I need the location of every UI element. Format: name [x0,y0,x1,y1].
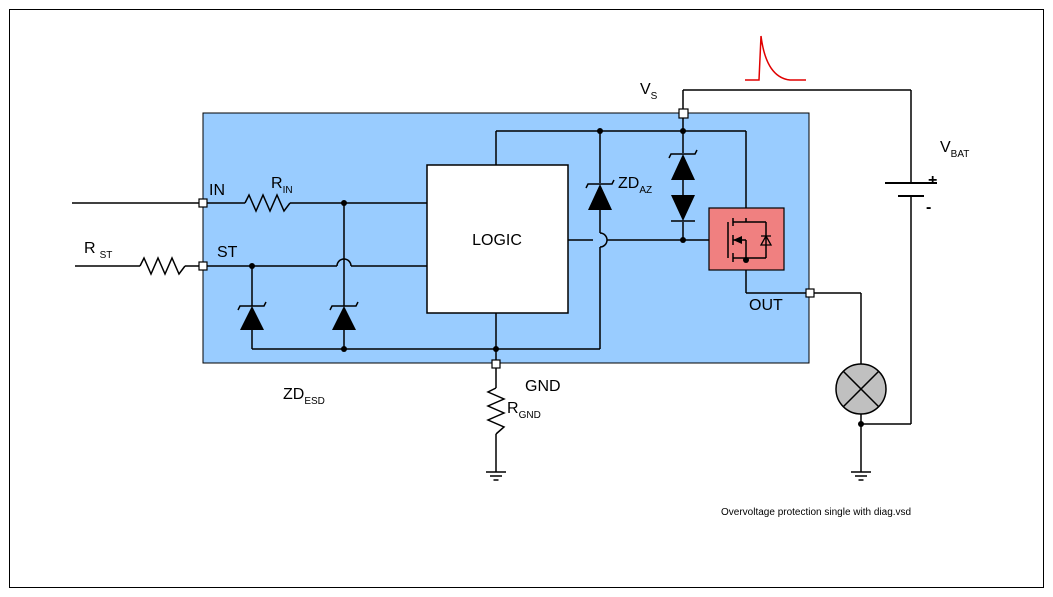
battery [885,182,937,197]
caption: Overvoltage protection single with diag.… [721,507,911,518]
pin-in [198,198,208,208]
zener-esd-left [237,301,267,330]
label-r-in: RIN [271,175,293,196]
label-st: ST [217,244,238,261]
label-vs: VS [640,81,658,102]
pin-st [198,261,208,271]
label-r-gnd: RGND [507,400,541,421]
resistor-r-gnd [486,387,506,435]
pin-vs [678,108,689,119]
label-out: OUT [749,297,783,314]
zener-stack [668,149,698,222]
logic-label: LOGIC [472,232,522,249]
voltage-pulse [745,35,806,81]
diagram-frame [9,9,1044,588]
pins [198,108,815,369]
label-in: IN [209,182,225,199]
wires [72,89,912,472]
label-zd-az: ZDAZ [618,175,652,196]
ground-lamp-icon [850,471,872,481]
junction-dots [249,128,864,427]
ground-gnd-icon [485,471,507,481]
resistor-r-in [244,193,291,213]
pin-out [805,288,815,298]
lamp [835,363,887,415]
battery-plus: + [928,172,937,189]
chip-body [202,112,810,364]
label-zd-esd: ZDESD [283,386,325,407]
label-vbat: VBAT [940,139,969,160]
zener-esd-right [329,301,359,330]
pin-gnd [491,359,501,369]
logic-block [426,164,569,314]
zener-zd-az [585,179,615,210]
battery-minus: - [926,199,931,216]
resistor-r-st [139,256,186,276]
label-gnd: GND [525,378,561,395]
